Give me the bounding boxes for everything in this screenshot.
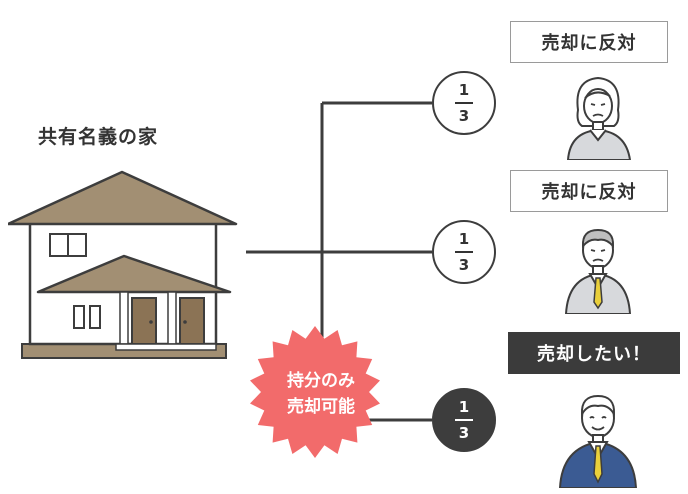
- woman-frowning-icon: [566, 76, 632, 160]
- speech-text: 売却に反対: [541, 33, 637, 54]
- man-in-blue-suit-smiling-icon: [558, 394, 638, 488]
- share-circle: 1 3: [432, 71, 496, 135]
- share-denominator: 3: [458, 255, 470, 274]
- speech-text: 売却したい！: [537, 344, 651, 365]
- speech-bubble-oppose: 売却に反対: [510, 170, 668, 212]
- speech-bubble-oppose: 売却に反対: [510, 21, 668, 63]
- share-denominator: 3: [458, 106, 470, 125]
- badge-line-2: 売却可能: [287, 397, 355, 417]
- share-numerator: 1: [458, 229, 470, 248]
- fraction-bar: [455, 101, 473, 104]
- share-circle-highlighted: 1 3: [432, 388, 496, 452]
- share-numerator: 1: [458, 80, 470, 99]
- speech-bubble-want-to-sell: 売却したい！: [508, 332, 680, 374]
- speech-text: 売却に反対: [541, 182, 637, 203]
- starburst-badge-icon: [250, 326, 380, 458]
- house-title: 共有名義の家: [38, 126, 159, 148]
- share-denominator: 3: [458, 423, 470, 442]
- share-circle: 1 3: [432, 220, 496, 284]
- share-numerator: 1: [458, 397, 470, 416]
- house-icon: [8, 170, 238, 359]
- badge-line-1: 持分のみ: [287, 371, 355, 391]
- share-sale-badge: 持分のみ 売却可能: [262, 368, 380, 420]
- fraction-bar: [455, 418, 473, 421]
- fraction-bar: [455, 250, 473, 253]
- man-in-gray-suit-frowning-icon: [564, 228, 632, 314]
